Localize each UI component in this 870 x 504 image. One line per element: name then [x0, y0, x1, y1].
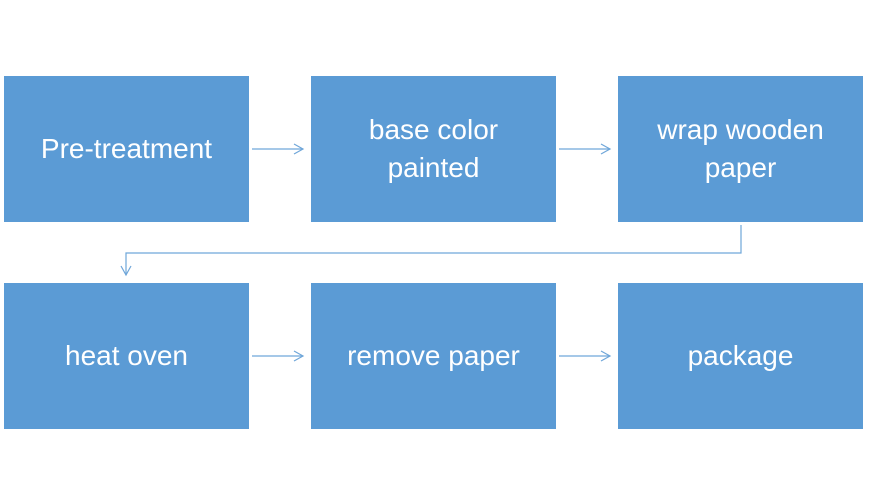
step-label: heat oven	[65, 340, 188, 371]
arrow-step1-to-step2	[252, 143, 305, 155]
arrow-step3-to-step4	[120, 225, 742, 277]
step-package: package	[618, 283, 863, 429]
step-wrap-wooden-paper: wrap wooden paper	[618, 76, 863, 222]
step-heat-oven: heat oven	[4, 283, 249, 429]
step-label: wrap wooden paper	[657, 114, 824, 183]
arrow-step2-to-step3	[559, 143, 612, 155]
step-label: package	[687, 340, 794, 371]
step-base-color-painted: base color painted	[311, 76, 556, 222]
step-label: Pre-treatment	[40, 133, 213, 164]
step-pre-treatment: Pre-treatment	[4, 76, 249, 222]
step-remove-paper: remove paper	[311, 283, 556, 429]
step-label: remove paper	[347, 340, 520, 371]
arrow-step5-to-step6	[559, 350, 612, 362]
arrow-step4-to-step5	[252, 350, 305, 362]
step-label: base color painted	[368, 114, 499, 183]
